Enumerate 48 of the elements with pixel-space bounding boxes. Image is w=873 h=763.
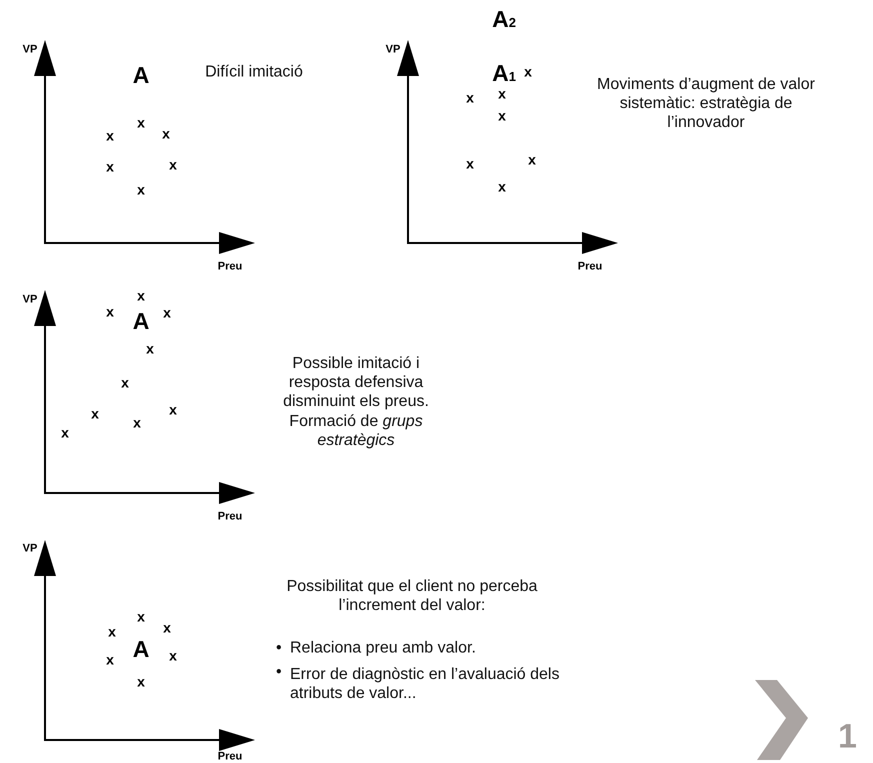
axis-label: VP (22, 542, 38, 556)
annotation-text: Possible imitació i resposta defensiva disminuint els preus. Formació de grups estratègics (282, 354, 430, 450)
data-point: x (498, 178, 506, 196)
data-point: x (106, 304, 114, 320)
data-point: x (169, 648, 177, 664)
point-label: A (132, 308, 150, 336)
data-point: x (137, 674, 145, 690)
annotation-text: Possibilitat que el client no perceba l’increment del valor: (286, 576, 538, 616)
data-point: x (137, 182, 145, 198)
data-point: x (498, 108, 506, 124)
data-point: x (524, 64, 532, 80)
data-point: x (466, 156, 474, 172)
data-point: x (133, 414, 141, 432)
axis-label: Preu (578, 260, 602, 274)
bullet-text: Relaciona preu amb valor. (290, 638, 477, 658)
point-label: A (132, 62, 150, 90)
data-point: x (91, 406, 99, 422)
data-point: x (61, 424, 69, 442)
data-point: x (106, 158, 114, 176)
page-number: 1 (838, 716, 857, 758)
axis-label: Preu (218, 260, 242, 274)
axis-label: VP (22, 43, 38, 57)
data-point: x (528, 152, 536, 168)
data-point: x (137, 608, 145, 626)
data-point: x (146, 340, 154, 358)
data-point: x (163, 620, 171, 636)
annotation-text: Moviments d’augment de valor sistemàtic: estratègia de l’innovador (596, 75, 816, 133)
point-label: A (132, 636, 150, 664)
data-point: x (108, 624, 116, 640)
data-point: x (466, 90, 474, 106)
data-point: x (106, 652, 114, 668)
data-point: x (121, 374, 129, 392)
bullet-icon: • (276, 662, 282, 682)
axis-label: Preu (218, 510, 242, 524)
data-point: x (163, 304, 171, 322)
data-point: x (162, 126, 170, 142)
data-point: x (137, 114, 145, 132)
bullet-icon: • (276, 638, 282, 658)
data-point: x (106, 128, 114, 144)
data-point: x (498, 86, 506, 102)
axis-label: VP (22, 293, 38, 307)
data-point: x (169, 402, 177, 418)
bullet-text: Error de diagnòstic en l’avaluació dels atributs de valor... (290, 664, 560, 704)
data-point: x (169, 156, 177, 174)
axis-label: VP (386, 43, 400, 57)
data-point: x (137, 288, 145, 304)
annotation-text: Difícil imitació (204, 62, 304, 82)
axis-label: Preu (218, 750, 242, 763)
